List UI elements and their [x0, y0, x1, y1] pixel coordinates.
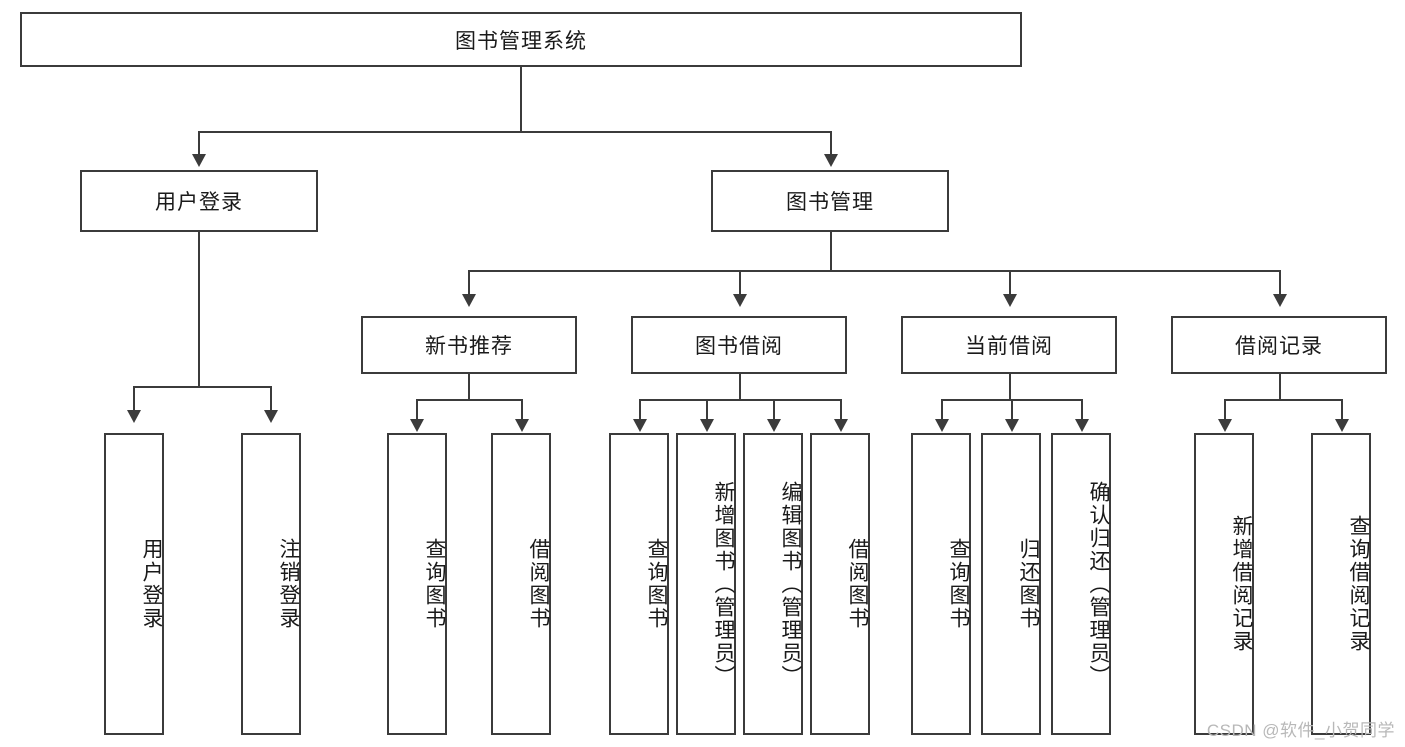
connector-borrow-record-to-leaf-0 [1224, 399, 1226, 421]
connector-book-borrow-to-leaf-3 [840, 399, 842, 421]
leaf-user-login-login[interactable]: 用户登录 [104, 433, 164, 735]
node-label: 用户登录 [140, 538, 163, 630]
node-label: 借阅图书 [846, 538, 869, 630]
arrowhead-new-book-leaf-0 [410, 419, 424, 432]
connector-current-borrow-stem [1009, 374, 1011, 401]
arrowhead-book-borrow-leaf-2 [767, 419, 781, 432]
node-book-management[interactable]: 图书管理 [711, 170, 949, 232]
connector-user-login-stem [198, 232, 200, 387]
connector-book-borrow-to-leaf-0 [639, 399, 641, 421]
node-label: 查询图书 [423, 538, 446, 630]
node-label: 当前借阅 [965, 335, 1053, 358]
leaf-book-borrow-add[interactable]: 新增图书（管理员） [676, 433, 736, 735]
node-label: 编辑图书（管理员） [779, 480, 802, 688]
arrowhead-user-login-leaf-1 [264, 410, 278, 423]
arrowhead-current-borrow-leaf-1 [1005, 419, 1019, 432]
node-label: 新书推荐 [425, 335, 513, 358]
node-label: 查询借阅记录 [1347, 515, 1370, 653]
node-label: 新增借阅记录 [1230, 515, 1253, 653]
node-label: 借阅图书 [527, 538, 550, 630]
node-label: 图书借阅 [695, 335, 783, 358]
connector-new-book-to-leaf-0 [416, 399, 418, 421]
node-label: 注销登录 [277, 538, 300, 630]
connector-book-mgmt-stem [830, 232, 832, 272]
connector-book-borrow-stem [739, 374, 741, 401]
node-label: 确认归还（管理员） [1087, 480, 1110, 688]
node-label: 查询图书 [947, 538, 970, 630]
node-label: 图书管理 [786, 191, 874, 214]
connector-book-borrow-to-leaf-1 [706, 399, 708, 421]
node-borrow-record[interactable]: 借阅记录 [1171, 316, 1387, 374]
arrowhead-book-borrow-leaf-3 [834, 419, 848, 432]
arrowhead-borrow-record-leaf-1 [1335, 419, 1349, 432]
connector-borrow-record-to-leaf-1 [1341, 399, 1343, 421]
node-label: 新增图书（管理员） [712, 480, 735, 688]
node-user-login[interactable]: 用户登录 [80, 170, 318, 232]
leaf-current-borrow-query[interactable]: 查询图书 [911, 433, 971, 735]
connector-book-borrow-bus [639, 399, 842, 401]
connector-book-borrow-to-leaf-2 [773, 399, 775, 421]
arrowhead-book-mgmt-record [1273, 294, 1287, 307]
connector-root-bus [198, 131, 832, 133]
arrowhead-book-borrow-leaf-0 [633, 419, 647, 432]
node-label: 查询图书 [645, 538, 668, 630]
arrowhead-current-borrow-leaf-2 [1075, 419, 1089, 432]
leaf-new-book-borrow[interactable]: 借阅图书 [491, 433, 551, 735]
connector-book-mgmt-bus [468, 270, 1280, 272]
arrowhead-book-borrow-leaf-1 [700, 419, 714, 432]
arrowhead-new-book-leaf-1 [515, 419, 529, 432]
arrowhead-root-to-book-mgmt [824, 154, 838, 167]
arrowhead-current-borrow-leaf-0 [935, 419, 949, 432]
node-current-borrow[interactable]: 当前借阅 [901, 316, 1117, 374]
arrowhead-book-mgmt-borrow [733, 294, 747, 307]
connector-user-login-to-leaf-1 [270, 386, 272, 412]
leaf-user-login-logout[interactable]: 注销登录 [241, 433, 301, 735]
connector-book-mgmt-to-record [1279, 270, 1281, 296]
node-label: 用户登录 [155, 191, 243, 214]
arrowhead-root-to-user-login [192, 154, 206, 167]
leaf-borrow-record-add[interactable]: 新增借阅记录 [1194, 433, 1254, 735]
connector-new-book-bus [416, 399, 521, 401]
watermark-text: CSDN @软件_小贺同学 [1206, 721, 1395, 740]
node-label: 归还图书 [1017, 538, 1040, 630]
leaf-book-borrow-query[interactable]: 查询图书 [609, 433, 669, 735]
arrowhead-book-mgmt-new-book [462, 294, 476, 307]
connector-current-borrow-to-leaf-2 [1081, 399, 1083, 421]
leaf-borrow-record-query[interactable]: 查询借阅记录 [1311, 433, 1371, 735]
connector-new-book-to-leaf-1 [521, 399, 523, 421]
arrowhead-user-login-leaf-0 [127, 410, 141, 423]
connector-book-mgmt-to-new-book [468, 270, 470, 296]
connector-new-book-stem [468, 374, 470, 401]
connector-root-to-book-mgmt [830, 131, 832, 156]
connector-root-to-user-login [198, 131, 200, 156]
connector-book-mgmt-to-borrow [739, 270, 741, 296]
leaf-current-borrow-return[interactable]: 归还图书 [981, 433, 1041, 735]
leaf-new-book-query[interactable]: 查询图书 [387, 433, 447, 735]
arrowhead-book-mgmt-current [1003, 294, 1017, 307]
node-root-system[interactable]: 图书管理系统 [20, 12, 1022, 67]
node-new-book-recommend[interactable]: 新书推荐 [361, 316, 577, 374]
node-book-borrow[interactable]: 图书借阅 [631, 316, 847, 374]
node-label: 借阅记录 [1235, 335, 1323, 358]
connector-book-mgmt-to-current [1009, 270, 1011, 296]
connector-root-stem [520, 67, 522, 132]
connector-borrow-record-stem [1279, 374, 1281, 401]
connector-user-login-to-leaf-0 [133, 386, 135, 412]
connector-current-borrow-to-leaf-0 [941, 399, 943, 421]
leaf-current-borrow-confirm[interactable]: 确认归还（管理员） [1051, 433, 1111, 735]
connector-user-login-bus [133, 386, 270, 388]
leaf-book-borrow-edit[interactable]: 编辑图书（管理员） [743, 433, 803, 735]
node-label: 图书管理系统 [455, 29, 587, 53]
arrowhead-borrow-record-leaf-0 [1218, 419, 1232, 432]
connector-current-borrow-to-leaf-1 [1011, 399, 1013, 421]
leaf-book-borrow-borrow[interactable]: 借阅图书 [810, 433, 870, 735]
connector-borrow-record-bus [1224, 399, 1341, 401]
